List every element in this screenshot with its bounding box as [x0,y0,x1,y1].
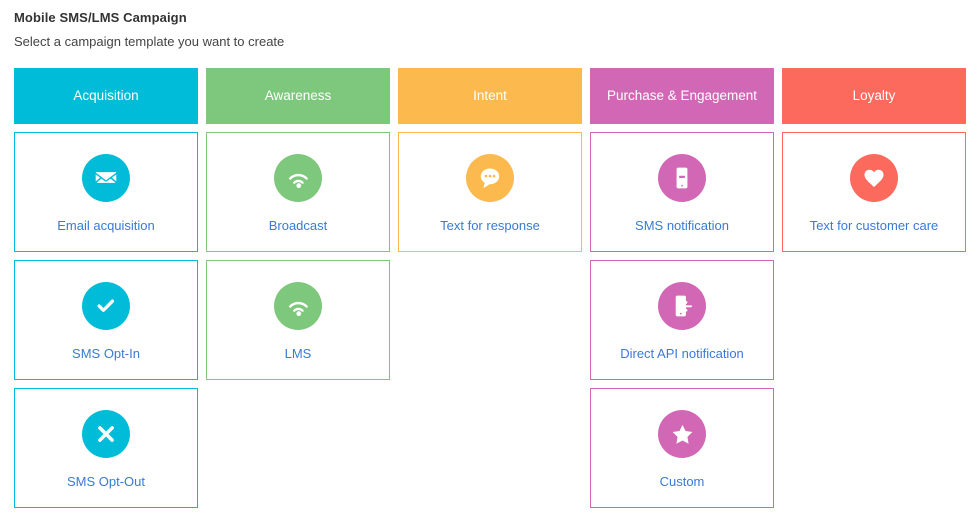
empty-slot [782,388,966,508]
template-card-label: Custom [659,474,705,490]
broadcast-signal-icon [274,282,322,331]
heart-icon [850,154,898,203]
template-card[interactable]: SMS Opt-Out [14,388,198,508]
template-card-label: Broadcast [268,218,328,234]
chat-bubble-dots-icon [466,154,514,203]
template-card[interactable]: Broadcast [206,132,390,252]
template-card[interactable]: Direct API notification [590,260,774,380]
template-card-label: SMS notification [635,218,729,234]
check-icon [82,282,130,331]
template-card[interactable]: Email acquisition [14,132,198,252]
template-card-label: Text for customer care [809,218,939,234]
template-card-label: Text for response [440,218,540,234]
template-card[interactable]: SMS notification [590,132,774,252]
broadcast-signal-icon [274,154,322,203]
column-header-awareness[interactable]: Awareness [206,68,390,124]
mobile-message-icon [658,154,706,203]
template-card[interactable]: LMS [206,260,390,380]
template-card[interactable]: Text for response [398,132,582,252]
column-header-loyalty[interactable]: Loyalty [782,68,966,124]
template-card[interactable]: Text for customer care [782,132,966,252]
page-title: Mobile SMS/LMS Campaign [14,10,187,25]
mobile-arrow-in-icon [658,282,706,331]
template-card-label: SMS Opt-In [72,346,140,362]
template-card-label: SMS Opt-Out [66,474,146,490]
column-header-acquisition[interactable]: Acquisition [14,68,198,124]
page-subtitle: Select a campaign template you want to c… [14,34,285,49]
template-card-label: Email acquisition [57,218,155,234]
template-card-label: LMS [284,346,312,362]
column-header-purchase[interactable]: Purchase & Engagement [590,68,774,124]
empty-slot [782,260,966,380]
empty-slot [206,388,390,508]
template-card-label: Direct API notification [620,346,744,362]
column-header-intent[interactable]: Intent [398,68,582,124]
template-card[interactable]: SMS Opt-In [14,260,198,380]
close-x-icon [82,410,130,459]
envelope-icon [82,154,130,203]
star-icon [658,410,706,459]
empty-slot [398,388,582,508]
empty-slot [398,260,582,380]
template-card[interactable]: Custom [590,388,774,508]
